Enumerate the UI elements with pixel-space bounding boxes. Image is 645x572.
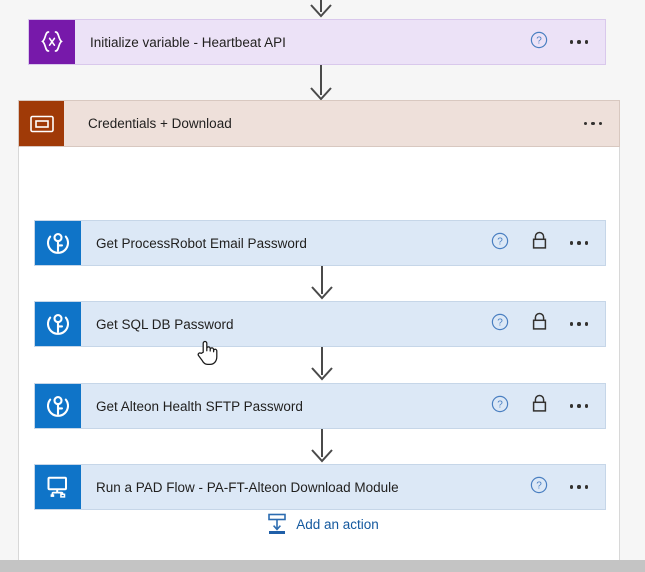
action-card-get-sql-db-password[interactable]: Get SQL DB Password ? bbox=[34, 301, 606, 347]
ellipsis-dot bbox=[569, 322, 573, 326]
svg-text:?: ? bbox=[497, 399, 503, 410]
add-an-action-label: Add an action bbox=[296, 516, 379, 532]
action-card-run-a-pad-flow[interactable]: Run a PAD Flow - PA-FT-Alteon Download M… bbox=[34, 464, 606, 510]
action-card-title: Get Alteon Health SFTP Password bbox=[96, 398, 303, 414]
add-action-row: Add an action bbox=[0, 512, 645, 536]
action-card-title: Get ProcessRobot Email Password bbox=[96, 235, 307, 251]
action-card-title: Run a PAD Flow - PA-FT-Alteon Download M… bbox=[96, 479, 399, 495]
ellipsis-dot bbox=[584, 404, 588, 408]
help-circle-icon[interactable]: ? bbox=[530, 476, 548, 499]
connector-action1-to-action2 bbox=[1, 266, 645, 302]
action-card-toolbar: ? bbox=[491, 221, 606, 265]
ellipsis-icon[interactable] bbox=[569, 40, 588, 44]
help-circle-icon[interactable]: ? bbox=[491, 232, 509, 255]
action-card-title: Initialize variable - Heartbeat API bbox=[90, 34, 286, 50]
scope-toolbar bbox=[583, 101, 620, 146]
ellipsis-dot bbox=[569, 40, 573, 44]
action-card-toolbar: ? bbox=[491, 384, 606, 428]
scrollbar-thumb[interactable] bbox=[0, 560, 645, 572]
add-an-action-button[interactable]: Add an action bbox=[266, 512, 379, 536]
lock-icon[interactable] bbox=[531, 312, 548, 336]
svg-text:?: ? bbox=[536, 35, 542, 46]
scope-header[interactable]: Credentials + Download bbox=[18, 100, 620, 147]
scope-title: Credentials + Download bbox=[88, 116, 232, 131]
ellipsis-icon[interactable] bbox=[569, 485, 588, 489]
horizontal-scrollbar[interactable] bbox=[0, 560, 645, 572]
help-circle-icon[interactable]: ? bbox=[530, 31, 548, 54]
desktop-flow-icon bbox=[35, 465, 81, 509]
action-card-toolbar: ? bbox=[530, 20, 606, 64]
ellipsis-dot bbox=[584, 485, 588, 489]
scope-credentials-download[interactable]: Credentials + Download bbox=[18, 100, 620, 562]
ellipsis-dot bbox=[591, 121, 595, 126]
help-circle-icon[interactable]: ? bbox=[491, 313, 509, 336]
help-circle-icon[interactable]: ? bbox=[491, 395, 509, 418]
ellipsis-dot bbox=[577, 40, 581, 44]
ellipsis-dot bbox=[577, 241, 581, 245]
connector-initvar-to-scope bbox=[0, 65, 645, 103]
variable-braces-icon bbox=[29, 20, 75, 64]
ellipsis-dot bbox=[569, 404, 573, 408]
ellipsis-dot bbox=[584, 40, 588, 44]
ellipsis-icon[interactable] bbox=[569, 404, 588, 408]
svg-text:?: ? bbox=[497, 236, 503, 247]
ellipsis-dot bbox=[584, 241, 588, 245]
svg-text:?: ? bbox=[497, 317, 503, 328]
ellipsis-dot bbox=[598, 121, 602, 126]
lock-icon[interactable] bbox=[531, 394, 548, 418]
action-card-toolbar: ? bbox=[491, 302, 606, 346]
insert-action-icon bbox=[266, 512, 288, 536]
scope-body: Get ProcessRobot Email Password ? bbox=[19, 147, 619, 561]
key-vault-icon bbox=[35, 384, 81, 428]
action-card-initialize-variable[interactable]: Initialize variable - Heartbeat API ? bbox=[28, 19, 606, 65]
action-card-toolbar: ? bbox=[530, 465, 606, 509]
ellipsis-icon[interactable] bbox=[569, 241, 588, 245]
svg-text:?: ? bbox=[536, 480, 542, 491]
ellipsis-dot bbox=[583, 121, 587, 126]
ellipsis-dot bbox=[577, 404, 581, 408]
ellipsis-icon[interactable] bbox=[569, 322, 588, 326]
action-card-get-alteon-health-sftp-password[interactable]: Get Alteon Health SFTP Password ? bbox=[34, 383, 606, 429]
scope-rectangle-icon bbox=[19, 101, 64, 146]
ellipsis-icon[interactable] bbox=[583, 121, 602, 126]
key-vault-icon bbox=[35, 221, 81, 265]
action-card-title: Get SQL DB Password bbox=[96, 316, 234, 332]
ellipsis-dot bbox=[569, 241, 573, 245]
ellipsis-dot bbox=[584, 322, 588, 326]
ellipsis-dot bbox=[577, 322, 581, 326]
key-vault-icon bbox=[35, 302, 81, 346]
connector-action3-to-action4 bbox=[1, 429, 645, 465]
lock-icon[interactable] bbox=[531, 231, 548, 255]
connector-top bbox=[0, 0, 645, 20]
ellipsis-dot bbox=[569, 485, 573, 489]
action-card-get-processrobot-email-password[interactable]: Get ProcessRobot Email Password ? bbox=[34, 220, 606, 266]
connector-action2-to-action3 bbox=[1, 347, 645, 383]
ellipsis-dot bbox=[577, 485, 581, 489]
